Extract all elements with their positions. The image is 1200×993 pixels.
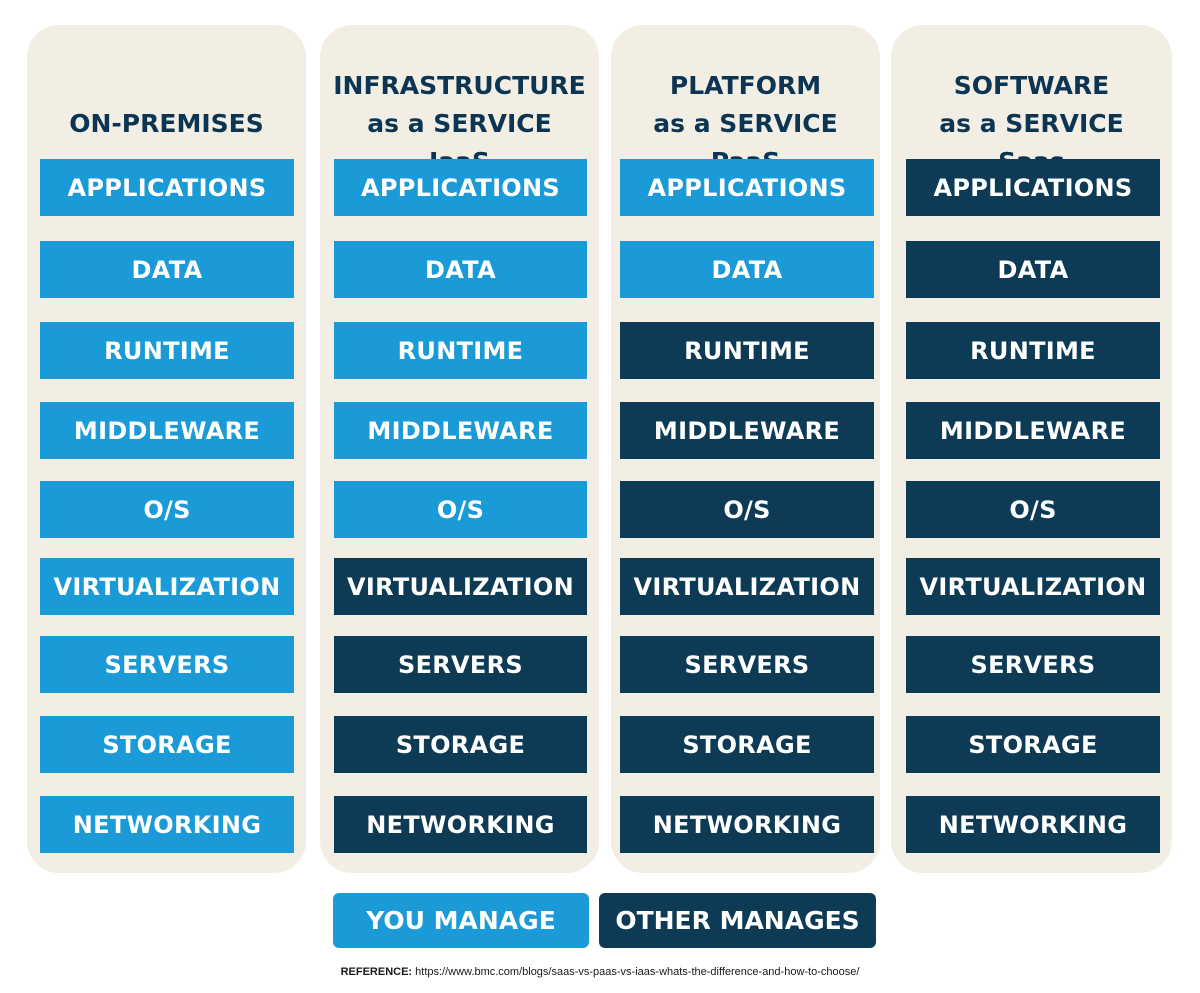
layer-cell-storage: STORAGE (620, 716, 874, 773)
layer-cell-middleware: MIDDLEWARE (334, 402, 587, 459)
layer-label: O/S (143, 495, 191, 524)
layer-cell-storage: STORAGE (334, 716, 587, 773)
layer-cell-networking: NETWORKING (906, 796, 1160, 853)
layer-label: DATA (711, 255, 783, 284)
layer-cell-virtualization: VIRTUALIZATION (40, 558, 294, 615)
layer-label: RUNTIME (684, 336, 810, 365)
layer-cell-data: DATA (620, 241, 874, 298)
layer-label: MIDDLEWARE (653, 416, 841, 445)
legend-other-manages-label: OTHER MANAGES (615, 906, 860, 935)
layer-cell-middleware: MIDDLEWARE (40, 402, 294, 459)
layer-cell-runtime: RUNTIME (334, 322, 587, 379)
layer-label: SERVERS (104, 650, 230, 679)
layer-label: DATA (131, 255, 203, 284)
layer-label: VIRTUALIZATION (919, 572, 1147, 601)
column-title-line: SOFTWARE (953, 71, 1110, 100)
column-title-line: PLATFORM (669, 71, 822, 100)
layer-label: VIRTUALIZATION (633, 572, 861, 601)
layer-cell-data: DATA (40, 241, 294, 298)
layer-label: O/S (1009, 495, 1057, 524)
layer-cell-virtualization: VIRTUALIZATION (620, 558, 874, 615)
layer-cell-networking: NETWORKING (334, 796, 587, 853)
layer-label: SERVERS (684, 650, 810, 679)
layer-cell-middleware: MIDDLEWARE (620, 402, 874, 459)
layer-cell-applications: APPLICATIONS (334, 159, 587, 216)
layer-label: O/S (723, 495, 771, 524)
layer-label: STORAGE (395, 730, 526, 759)
column-title-line: INFRASTRUCTURE (333, 71, 586, 100)
layer-label: SERVERS (398, 650, 523, 679)
layer-label: APPLICATIONS (647, 173, 847, 202)
layer-cell-applications: APPLICATIONS (40, 159, 294, 216)
layer-label: NETWORKING (366, 810, 555, 839)
layer-label: NETWORKING (72, 810, 262, 839)
column-title-line: as a SERVICE (653, 109, 838, 138)
layer-label: STORAGE (682, 730, 812, 759)
layer-label: VIRTUALIZATION (347, 572, 574, 601)
legend-you-manage-label: YOU MANAGE (366, 906, 556, 935)
layer-cell-servers: SERVERS (906, 636, 1160, 693)
layer-cell-virtualization: VIRTUALIZATION (334, 558, 587, 615)
layer-label: DATA (997, 255, 1069, 284)
layer-cell-runtime: RUNTIME (620, 322, 874, 379)
legend-you-manage: YOU MANAGE (333, 893, 589, 948)
layer-label: APPLICATIONS (933, 173, 1133, 202)
reference-note: REFERENCE: https://www.bmc.com/blogs/saa… (0, 966, 1200, 978)
layer-cell-storage: STORAGE (40, 716, 294, 773)
layer-label: RUNTIME (104, 336, 230, 365)
reference-label: REFERENCE: (340, 966, 413, 978)
layer-cell-o-s: O/S (334, 481, 587, 538)
layer-label: APPLICATIONS (67, 173, 267, 202)
layer-cell-o-s: O/S (906, 481, 1160, 538)
layer-cell-data: DATA (334, 241, 587, 298)
layer-cell-middleware: MIDDLEWARE (906, 402, 1160, 459)
layer-cell-networking: NETWORKING (620, 796, 874, 853)
layer-cell-runtime: RUNTIME (40, 322, 294, 379)
layer-label: SERVERS (970, 650, 1096, 679)
layer-label: STORAGE (102, 730, 232, 759)
layer-cell-applications: APPLICATIONS (620, 159, 874, 216)
layer-cell-servers: SERVERS (40, 636, 294, 693)
layer-cell-servers: SERVERS (620, 636, 874, 693)
legend-other-manages: OTHER MANAGES (599, 893, 876, 948)
layer-cell-storage: STORAGE (906, 716, 1160, 773)
layer-cell-virtualization: VIRTUALIZATION (906, 558, 1160, 615)
layer-label: APPLICATIONS (361, 173, 560, 202)
layer-label: STORAGE (968, 730, 1098, 759)
layer-cell-servers: SERVERS (334, 636, 587, 693)
layer-label: MIDDLEWARE (73, 416, 261, 445)
layer-label: NETWORKING (938, 810, 1128, 839)
layer-cell-applications: APPLICATIONS (906, 159, 1160, 216)
layer-cell-runtime: RUNTIME (906, 322, 1160, 379)
column-title-line: ON-PREMISES (69, 109, 264, 138)
layer-label: DATA (425, 255, 496, 284)
reference-url: https://www.bmc.com/blogs/saas-vs-paas-v… (415, 966, 860, 978)
column-title: ON-PREMISES (27, 105, 306, 143)
layer-label: VIRTUALIZATION (53, 572, 281, 601)
layer-label: NETWORKING (652, 810, 842, 839)
layer-cell-networking: NETWORKING (40, 796, 294, 853)
column-title-line: as a SERVICE (939, 109, 1124, 138)
layer-cell-o-s: O/S (620, 481, 874, 538)
layer-label: MIDDLEWARE (367, 416, 554, 445)
layer-label: MIDDLEWARE (939, 416, 1127, 445)
layer-cell-data: DATA (906, 241, 1160, 298)
layer-label: RUNTIME (970, 336, 1096, 365)
layer-label: O/S (436, 495, 485, 524)
column-title-line: as a SERVICE (367, 109, 552, 138)
layer-cell-o-s: O/S (40, 481, 294, 538)
layer-label: RUNTIME (397, 336, 524, 365)
